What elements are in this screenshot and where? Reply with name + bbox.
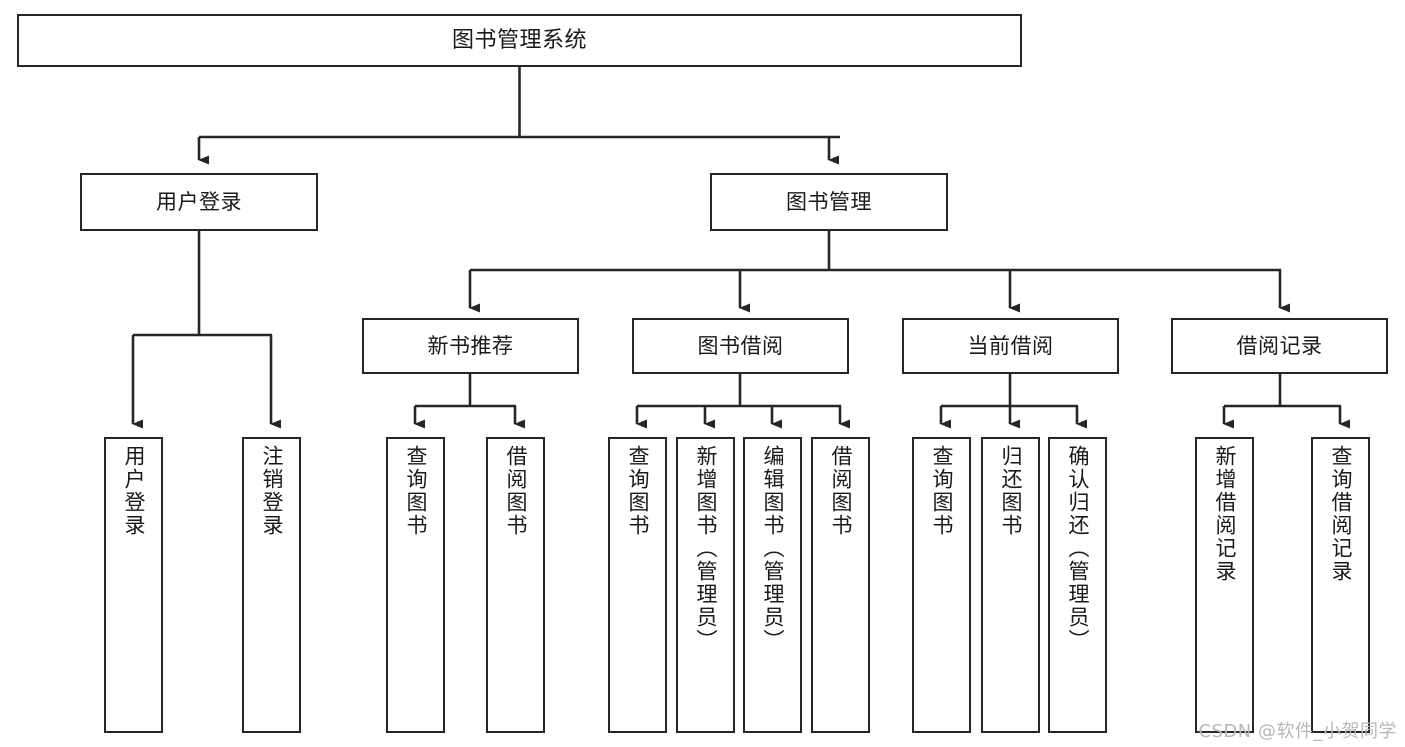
- node-leaf-confirm-return-admin[interactable]: 确认归还（管理员）: [1048, 437, 1107, 733]
- node-leaf-query-book-2-label: 查询图书: [626, 445, 650, 537]
- node-leaf-query-borrow-record-label: 查询借阅记录: [1329, 445, 1353, 583]
- node-new-book-rec[interactable]: 新书推荐: [362, 318, 579, 374]
- node-root[interactable]: 图书管理系统: [17, 14, 1022, 67]
- node-leaf-borrow-book-2-label: 借阅图书: [829, 445, 853, 537]
- node-leaf-query-book-3[interactable]: 查询图书: [912, 437, 971, 733]
- node-leaf-add-borrow-record[interactable]: 新增借阅记录: [1195, 437, 1254, 733]
- node-leaf-edit-book-admin[interactable]: 编辑图书（管理员）: [743, 437, 802, 733]
- node-leaf-query-borrow-record[interactable]: 查询借阅记录: [1311, 437, 1370, 733]
- node-user-login[interactable]: 用户登录: [80, 173, 318, 231]
- node-leaf-borrow-book-1-label: 借阅图书: [504, 445, 528, 537]
- node-current-borrow-label: 当前借阅: [967, 333, 1054, 358]
- node-leaf-user-login[interactable]: 用户登录: [104, 437, 163, 733]
- node-book-manage[interactable]: 图书管理: [710, 173, 948, 231]
- node-leaf-confirm-return-admin-label: 确认归还（管理员）: [1066, 445, 1090, 652]
- node-leaf-query-book-1-label: 查询图书: [404, 445, 428, 537]
- node-leaf-borrow-book-1[interactable]: 借阅图书: [486, 437, 545, 733]
- node-leaf-add-book-admin[interactable]: 新增图书（管理员）: [676, 437, 735, 733]
- node-new-book-rec-label: 新书推荐: [427, 333, 514, 358]
- node-current-borrow[interactable]: 当前借阅: [902, 318, 1119, 374]
- node-leaf-return-book[interactable]: 归还图书: [981, 437, 1040, 733]
- node-leaf-query-book-1[interactable]: 查询图书: [386, 437, 445, 733]
- node-leaf-return-book-label: 归还图书: [999, 445, 1023, 537]
- node-leaf-query-book-2[interactable]: 查询图书: [608, 437, 667, 733]
- node-leaf-add-borrow-record-label: 新增借阅记录: [1213, 445, 1237, 583]
- node-book-borrow-label: 图书借阅: [697, 333, 784, 358]
- node-root-label: 图书管理系统: [451, 27, 587, 53]
- node-borrow-record-label: 借阅记录: [1236, 333, 1323, 358]
- node-borrow-record[interactable]: 借阅记录: [1171, 318, 1388, 374]
- node-leaf-user-login-label: 用户登录: [122, 445, 146, 537]
- node-leaf-borrow-book-2[interactable]: 借阅图书: [811, 437, 870, 733]
- node-leaf-add-book-admin-label: 新增图书（管理员）: [694, 445, 718, 652]
- node-leaf-logout[interactable]: 注销登录: [242, 437, 301, 733]
- node-leaf-logout-label: 注销登录: [260, 445, 284, 537]
- node-user-login-label: 用户登录: [156, 189, 242, 214]
- node-book-manage-label: 图书管理: [786, 189, 872, 214]
- node-leaf-query-book-3-label: 查询图书: [930, 445, 954, 537]
- node-leaf-edit-book-admin-label: 编辑图书（管理员）: [761, 445, 785, 652]
- node-book-borrow[interactable]: 图书借阅: [632, 318, 849, 374]
